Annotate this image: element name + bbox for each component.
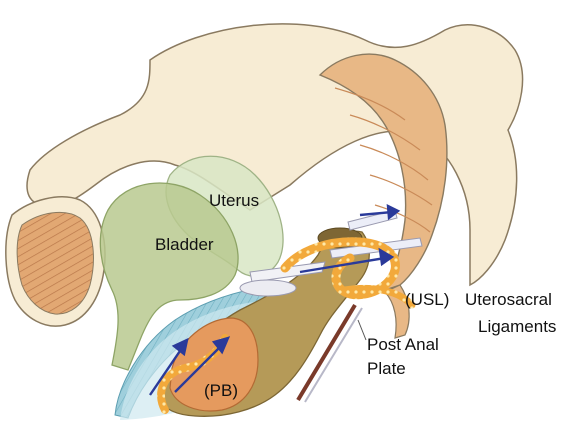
bladder-label: Bladder bbox=[155, 235, 214, 255]
ligaments-label: Ligaments bbox=[478, 317, 556, 337]
plate-label: Plate bbox=[367, 359, 406, 379]
post-anal-label: Post Anal bbox=[367, 335, 439, 355]
usl-label: (USL) bbox=[405, 290, 449, 310]
uterus-label: Uterus bbox=[209, 191, 259, 211]
post-anal-plate-callout bbox=[358, 320, 366, 340]
vaginal-apex bbox=[240, 280, 296, 296]
perineal-body-label: (PB) bbox=[204, 381, 238, 401]
uterosacral-label: Uterosacral bbox=[465, 290, 552, 310]
